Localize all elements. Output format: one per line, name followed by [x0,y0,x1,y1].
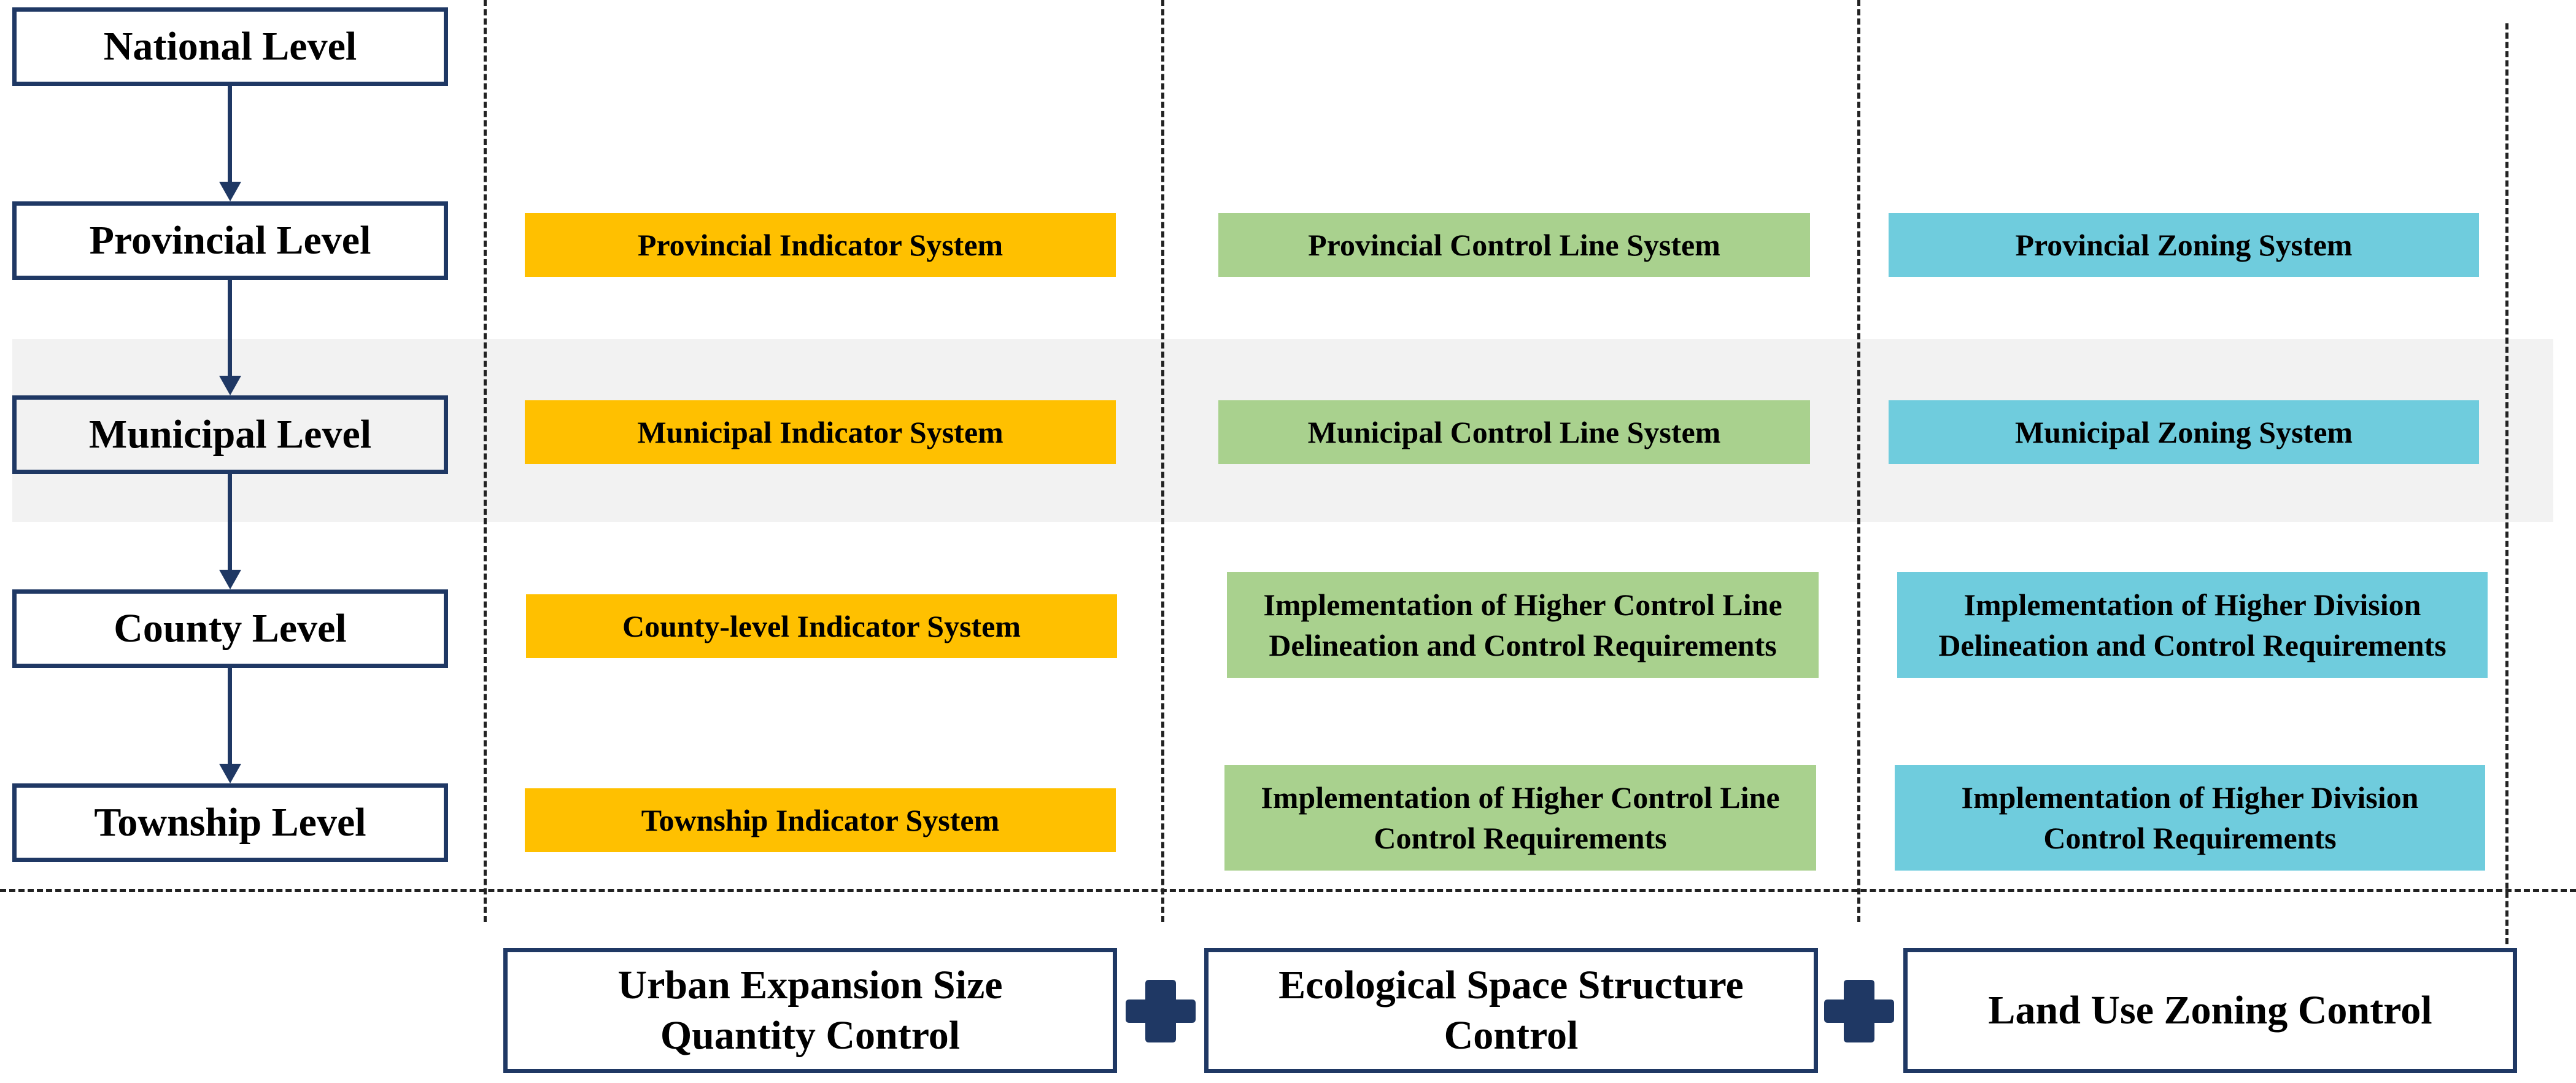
level-municipal: Municipal Level [12,395,448,474]
quantity-control-line-1: Urban Expansion Size [617,962,1003,1007]
arrow-national-to-provincial [228,86,232,183]
township-control-line-line-2: Control Requirements [1374,821,1667,855]
county-control-line-line-2: Delineation and Control Requirements [1269,628,1777,662]
column-divider-2 [1161,0,1164,922]
level-township: Township Level [12,783,448,862]
township-control-line-line-1: Implementation of Higher Control Line [1261,780,1780,815]
arrow-head-icon [219,570,241,589]
level-county: County Level [12,589,448,668]
level-provincial: Provincial Level [12,201,448,280]
arrow-provincial-to-municipal [228,280,232,377]
county-indicator-system: County-level Indicator System [526,594,1117,658]
column-divider-3 [1857,0,1860,922]
township-zoning-implementation: Implementation of Higher Division Contro… [1895,765,2485,871]
township-zoning-line-2: Control Requirements [2043,821,2337,855]
provincial-indicator-system: Provincial Indicator System [525,213,1116,277]
horizontal-divider [0,889,2576,892]
plus-icon [1124,975,1197,1047]
county-zoning-implementation: Implementation of Higher Division Deline… [1897,572,2488,678]
column-divider-4 [2505,23,2508,944]
municipal-indicator-system: Municipal Indicator System [525,400,1116,464]
county-control-line-implementation: Implementation of Higher Control Line De… [1227,572,1819,678]
county-zoning-line-2: Delineation and Control Requirements [1938,628,2446,662]
provincial-control-line-system: Provincial Control Line System [1218,213,1810,277]
arrow-head-icon [219,182,241,201]
county-zoning-line-1: Implementation of Higher Division [1963,588,2421,622]
township-indicator-system: Township Indicator System [525,788,1116,852]
county-control-line-line-1: Implementation of Higher Control Line [1263,588,1782,622]
structure-control-line-1: Ecological Space Structure [1278,962,1744,1007]
arrow-head-icon [219,764,241,783]
arrow-head-icon [219,376,241,395]
structure-control-line-2: Control [1444,1013,1579,1058]
arrow-municipal-to-county [228,474,232,571]
arrow-county-to-township [228,668,232,765]
level-national: National Level [12,7,448,86]
quantity-control-line-2: Quantity Control [660,1013,961,1058]
township-control-line-implementation: Implementation of Higher Control Line Co… [1224,765,1816,871]
plus-icon [1823,975,1895,1047]
zoning-control-box: Land Use Zoning Control [1903,948,2517,1073]
provincial-zoning-system: Provincial Zoning System [1889,213,2479,277]
column-divider-1 [484,0,487,922]
township-zoning-line-1: Implementation of Higher Division [1961,780,2419,815]
structure-control-box: Ecological Space Structure Control [1204,948,1818,1073]
municipal-zoning-system: Municipal Zoning System [1889,400,2479,464]
quantity-control-box: Urban Expansion Size Quantity Control [503,948,1117,1073]
municipal-control-line-system: Municipal Control Line System [1218,400,1810,464]
